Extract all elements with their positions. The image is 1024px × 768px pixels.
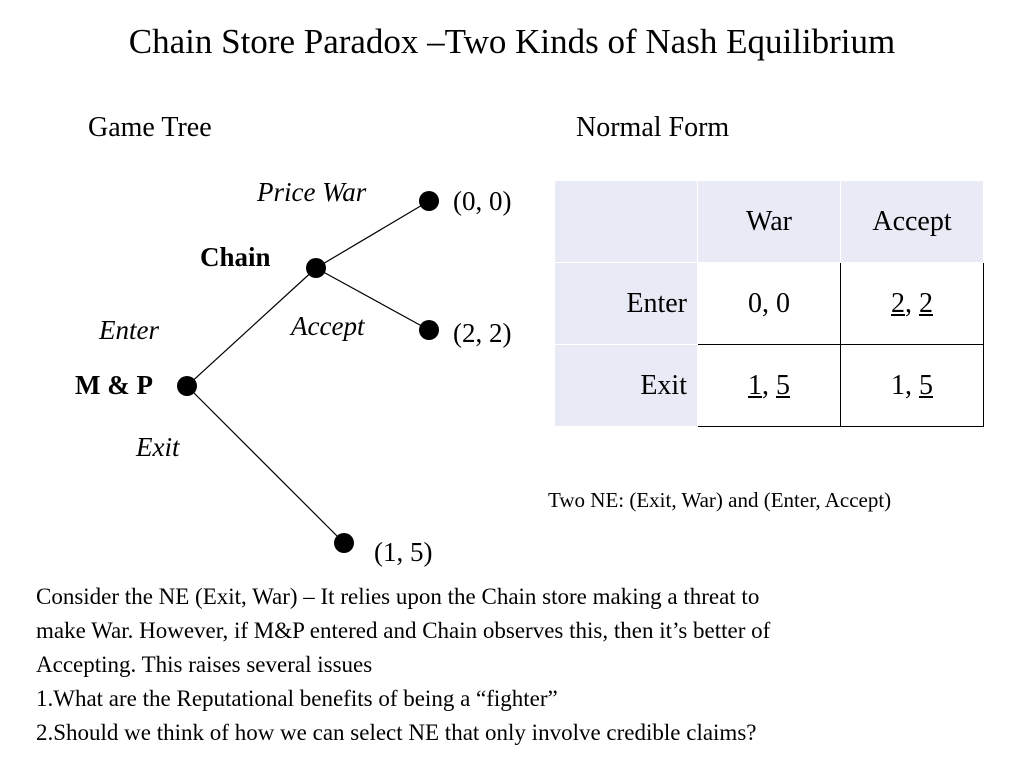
payoff-cell: 1, 5 — [697, 344, 841, 427]
column-header-war: War — [697, 180, 841, 263]
ne-summary: Two NE: (Exit, War) and (Enter, Accept) — [548, 488, 892, 512]
node-entrant — [177, 376, 197, 396]
node-terminal-war — [419, 191, 439, 211]
payoff-entrant: 0 — [748, 287, 762, 319]
payoff-chain: 0 — [776, 287, 790, 319]
edge-enter — [186, 267, 317, 387]
discussion-line: make War. However, if M&P entered and Ch… — [36, 618, 771, 643]
column-header-accept: Accept — [840, 180, 984, 263]
move-label-accept: Accept — [291, 311, 365, 341]
node-terminal-exit — [334, 533, 354, 553]
row-header-exit: Exit — [554, 344, 698, 427]
discussion-line: 1.What are the Reputational benefits of … — [36, 686, 558, 711]
row-header-enter: Enter — [554, 262, 698, 345]
discussion-line: Consider the NE (Exit, War) – It relies … — [36, 584, 760, 609]
player-label-chain: Chain — [200, 242, 271, 272]
payoff-accept: (2, 2) — [453, 318, 512, 348]
payoff-entrant: 1 — [748, 369, 762, 401]
table-row: Enter 0, 0 2, 2 — [554, 262, 984, 345]
discussion-line: 2.Should we think of how we can select N… — [36, 720, 757, 745]
player-label-entrant: M & P — [75, 370, 153, 400]
move-label-enter: Enter — [99, 315, 159, 345]
payoff-cell: 0, 0 — [697, 262, 841, 345]
payoff-chain: 5 — [919, 369, 933, 401]
payoff-chain: 2 — [919, 287, 933, 319]
edge-price-war — [315, 200, 430, 269]
discussion-line: Accepting. This raises several issues — [36, 652, 373, 677]
payoff-chain: 5 — [776, 369, 790, 401]
corner-cell — [554, 180, 698, 263]
move-label-price-war: Price War — [257, 177, 367, 207]
payoff-entrant: 2 — [891, 287, 905, 319]
normal-form-table: War Accept Enter 0, 0 2, 2 Exit 1, 5 1, … — [554, 180, 984, 427]
move-label-exit: Exit — [136, 432, 180, 462]
payoff-war: (0, 0) — [453, 186, 512, 216]
edge-exit — [186, 385, 345, 544]
payoff-cell: 2, 2 — [840, 262, 984, 345]
discussion-text: Consider the NE (Exit, War) – It relies … — [36, 580, 996, 750]
normal-form-heading: Normal Form — [576, 112, 730, 143]
game-tree-heading: Game Tree — [88, 112, 212, 143]
payoff-cell: 1, 5 — [840, 344, 984, 427]
node-terminal-accept — [419, 320, 439, 340]
edge-accept — [315, 267, 430, 331]
header-row: War Accept — [554, 180, 984, 263]
table-row: Exit 1, 5 1, 5 — [554, 344, 984, 427]
payoff-exit: (1, 5) — [374, 537, 433, 567]
payoff-entrant: 1 — [891, 369, 905, 401]
node-chain — [306, 258, 326, 278]
slide-title: Chain Store Paradox –Two Kinds of Nash E… — [128, 22, 896, 61]
